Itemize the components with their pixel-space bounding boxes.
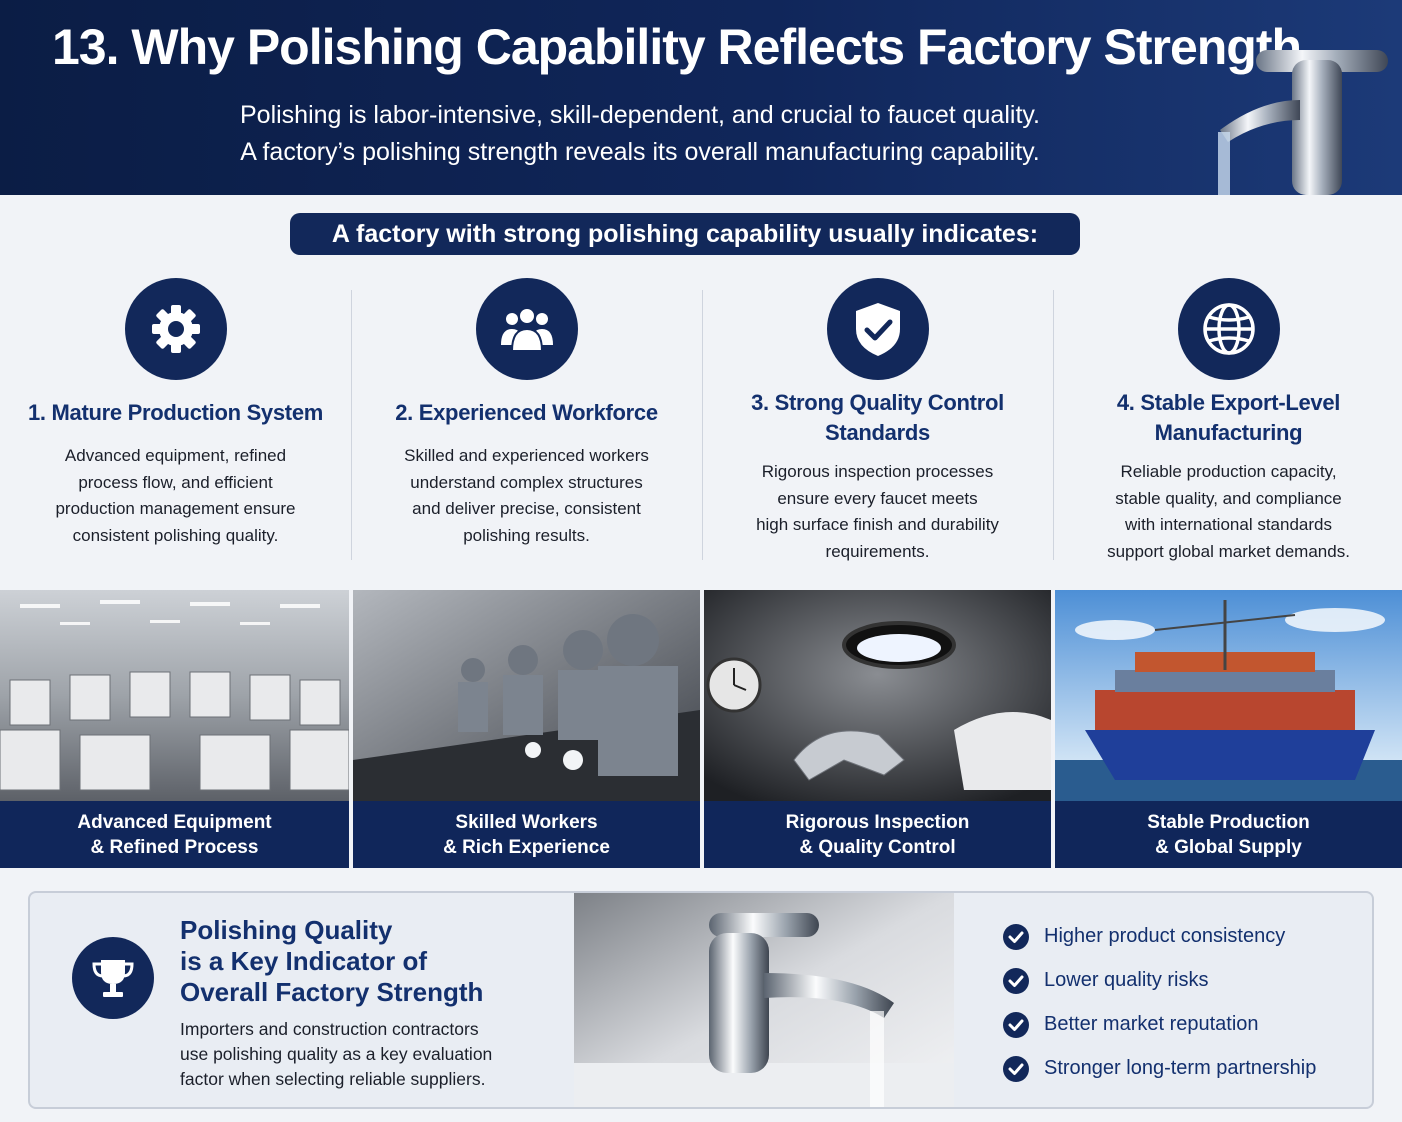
feature-title: Standards [825,420,930,445]
panel-text: Importers and construction contractors u… [180,1019,493,1089]
checklist-item: Better market reputation [1002,1009,1362,1053]
feature-text-line: requirements. [825,541,930,561]
header-subtitle-line-1: Polishing is labor-intensive, skill-depe… [240,101,1040,129]
feature-text-line: high surface finish and durability [756,515,999,534]
feature-text-line: process flow, and efficient [78,472,273,492]
check-circle-icon [1003,1012,1029,1038]
column-divider [351,290,352,560]
photo-caption: Advanced Equipment & Refined Process [0,801,349,868]
panel-title: Polishing Quality is a Key Indicator of … [180,915,484,1007]
check-circle-icon [1003,1056,1029,1082]
feature-text-line: ensure every faucet meets [777,488,978,508]
feature-text-line: understand complex structures [410,472,643,492]
photo-skilled-workers: Skilled Workers & Rich Experience [353,590,700,868]
trophy-icon [72,937,154,1019]
photo-caption: Stable Production & Global Supply [1055,801,1402,868]
feature-text-line: consistent polishing quality. [72,525,279,545]
feature-text-line: support global market demands. [1107,541,1350,561]
skilled-workers-image [353,590,700,801]
feature-title: 1. Mature Production System [27,400,324,425]
feature-text-line: Reliable production capacity, [1120,462,1337,481]
feature-title: 4. Stable Export-Level [1116,390,1341,415]
team-icon [475,278,578,380]
photo-cargo-ship: Stable Production & Global Supply [1055,590,1402,868]
photo-caption: Skilled Workers & Rich Experience [353,801,700,868]
faucet-image [1218,50,1388,195]
page-title: 13. Why Polishing Capability Reflects Fa… [52,19,1302,75]
indicates-banner: A factory with strong polishing capabili… [290,213,1080,255]
feature-text-line: and deliver precise, consistent [412,499,641,518]
globe-icon [1177,278,1280,380]
check-circle-icon [1003,924,1029,950]
feature-text-line: Advanced equipment, refined [64,446,287,465]
feature-text-line: production management ensure [55,499,296,518]
feature-column-production: 1. Mature Production System Advanced equ… [0,278,351,588]
header-subtitle-line-2: A factory’s polishing strength reveals i… [240,138,1040,166]
chrome-faucet-image [574,893,954,1107]
header-banner: 13. Why Polishing Capability Reflects Fa… [0,0,1402,195]
checklist-item: Stronger long-term partnership [1002,1053,1362,1097]
feature-text-line: stable quality, and compliance [1115,488,1342,508]
feature-title: 2. Experienced Workforce [395,400,658,425]
photo-inspection: Rigorous Inspection & Quality Control [704,590,1051,868]
feature-text-line: Skilled and experienced workers [404,446,649,465]
feature-text-line: with international standards [1125,515,1332,534]
check-circle-icon [1003,968,1029,994]
column-divider [1053,290,1054,560]
factory-floor-image [0,590,349,801]
feature-column-export: 4. Stable Export-Level Manufacturing Rel… [1053,278,1402,588]
photo-caption: Rigorous Inspection & Quality Control [704,801,1051,868]
feature-text-line: Rigorous inspection processes [761,462,994,481]
shield-check-icon [826,278,929,380]
gear-icon [124,278,227,380]
cargo-ship-image [1055,590,1402,801]
photo-factory-floor: Advanced Equipment & Refined Process [0,590,349,868]
feature-column-workforce: 2. Experienced Workforce Skilled and exp… [351,278,702,588]
checklist-item: Lower quality risks [1002,965,1362,1009]
checklist-item: Higher product consistency [1002,921,1362,965]
benefit-checklist: Higher product consistency Lower quality… [1002,921,1362,1097]
column-divider [702,290,703,560]
feature-title: Manufacturing [1154,420,1303,445]
inspection-image [704,590,1051,801]
feature-text-line: polishing results. [463,525,590,545]
feature-title: 3. Strong Quality Control [751,390,1004,415]
feature-column-quality: 3. Strong Quality Control Standards Rigo… [702,278,1053,588]
summary-panel: Polishing Quality is a Key Indicator of … [28,891,1374,1109]
